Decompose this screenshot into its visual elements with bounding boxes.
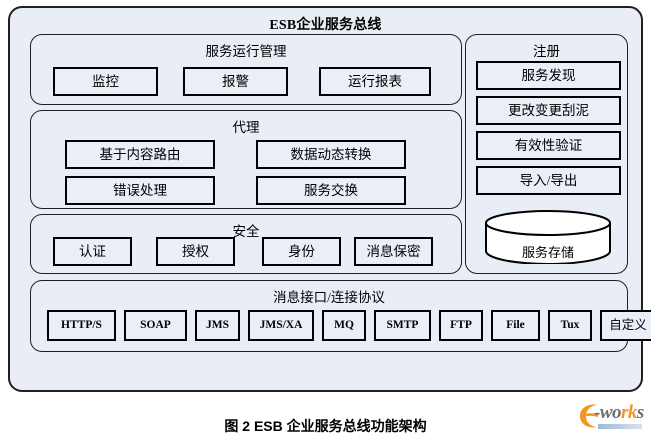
box-identity[interactable]: 身份 xyxy=(262,237,341,266)
box-alarm[interactable]: 报警 xyxy=(183,67,288,96)
panel-agent: 代理 基于内容路由 数据动态转换 错误处理 服务交换 xyxy=(30,110,462,209)
esb-outer-frame: ESB企业服务总线 服务运行管理 监控 报警 运行报表 代理 基于内容路由 数据… xyxy=(8,6,651,392)
box-error-handling[interactable]: 错误处理 xyxy=(65,176,215,205)
box-protocol-smtp[interactable]: SMTP xyxy=(374,310,431,341)
box-protocol-tux[interactable]: Tux xyxy=(548,310,592,341)
panel-service-runtime-management: 服务运行管理 监控 报警 运行报表 xyxy=(30,34,462,105)
box-validity-verification[interactable]: 有效性验证 xyxy=(476,131,621,160)
box-protocol-file[interactable]: File xyxy=(491,310,540,341)
logo-letter-dash: - xyxy=(594,402,600,423)
diagram-title: ESB企业服务总线 xyxy=(269,18,382,33)
box-dynamic-data-transform[interactable]: 数据动态转换 xyxy=(256,140,406,169)
box-protocol-ftp[interactable]: FTP xyxy=(439,310,483,341)
box-service-exchange[interactable]: 服务交换 xyxy=(256,176,406,205)
logo-letter-o: o xyxy=(612,402,622,423)
figure-caption: 图 2 ESB 企业服务总线功能架构 xyxy=(224,418,427,434)
service-storage-cylinder[interactable]: 服务存储 xyxy=(484,210,612,265)
box-authentication[interactable]: 认证 xyxy=(53,237,132,266)
eworks-logo: -works xyxy=(578,398,648,438)
logo-letter-k: k xyxy=(627,402,638,423)
box-change-management[interactable]: 更改变更刮泥 xyxy=(476,96,621,125)
box-authorization[interactable]: 授权 xyxy=(156,237,235,266)
box-content-based-routing[interactable]: 基于内容路由 xyxy=(65,140,215,169)
box-protocol-https[interactable]: HTTP/S xyxy=(47,310,116,341)
box-protocol-mq[interactable]: MQ xyxy=(322,310,366,341)
panel-title-registry: 注册 xyxy=(533,44,560,59)
panel-security: 安全 认证 授权 身份 消息保密 xyxy=(30,214,462,274)
box-protocol-custom[interactable]: 自定义 xyxy=(600,310,651,341)
panel-title-service-runtime-management: 服务运行管理 xyxy=(205,44,287,59)
box-runtime-report[interactable]: 运行报表 xyxy=(319,67,431,96)
box-monitoring[interactable]: 监控 xyxy=(53,67,158,96)
panel-registry: 注册 服务发现 更改变更刮泥 有效性验证 导入/导出 服务存储 xyxy=(465,34,628,274)
service-storage-label: 服务存储 xyxy=(521,245,574,260)
box-protocol-soap[interactable]: SOAP xyxy=(124,310,187,341)
eworks-e-swoosh-icon xyxy=(580,404,599,428)
panel-title-security: 安全 xyxy=(232,224,260,239)
box-protocol-jms[interactable]: JMS xyxy=(195,310,240,341)
box-protocol-jmsxa[interactable]: JMS/XA xyxy=(248,310,314,341)
eworks-wordmark: -works xyxy=(594,402,644,424)
box-import-export[interactable]: 导入/导出 xyxy=(476,166,621,195)
panel-title-agent: 代理 xyxy=(232,120,260,135)
panel-message-interface: 消息接口/连接协议 HTTP/S SOAP JMS JMS/XA MQ SMTP… xyxy=(30,280,651,352)
box-service-discovery[interactable]: 服务发现 xyxy=(476,61,621,90)
logo-letter-s: s xyxy=(636,402,644,423)
panel-title-message-interface: 消息接口/连接协议 xyxy=(273,290,385,305)
box-message-confidentiality[interactable]: 消息保密 xyxy=(354,237,433,266)
logo-letter-r: r xyxy=(621,402,628,423)
logo-letter-w: w xyxy=(599,402,613,423)
logo-underline-bar xyxy=(598,424,642,429)
cylinder-shape xyxy=(485,210,611,265)
